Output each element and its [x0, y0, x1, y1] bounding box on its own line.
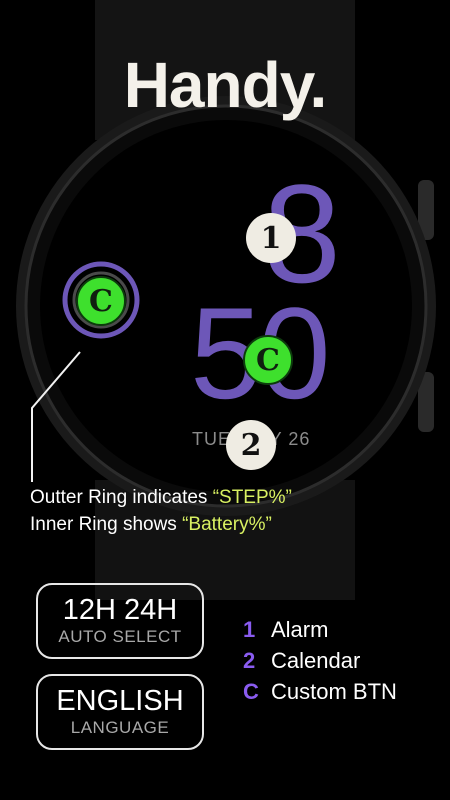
custom-button-center[interactable]: C: [243, 335, 293, 385]
watch-screen: [40, 120, 412, 492]
language-subtitle: LANGUAGE: [70, 717, 170, 737]
legend-label: Calendar: [271, 647, 361, 673]
inner-battery-ring: [72, 271, 130, 329]
caption-line-2-text: Inner Ring shows: [30, 514, 183, 535]
legend-key: 1: [243, 616, 256, 642]
legend-item-alarm: 1 Alarm: [243, 614, 397, 645]
time-format-subtitle: AUTO SELECT: [58, 626, 182, 646]
alarm-complication[interactable]: 1: [246, 213, 296, 263]
language-box: ENGLISH LANGUAGE: [36, 674, 204, 750]
ring-caption: Outter Ring indicates “STEP%” Inner Ring…: [30, 484, 292, 538]
legend-label: Alarm: [271, 616, 329, 642]
legend-item-custom: C Custom BTN: [243, 676, 397, 707]
time-format-box: 12H 24H AUTO SELECT: [36, 583, 204, 659]
caption-line-1: Outter Ring indicates “STEP%”: [30, 484, 292, 511]
app-title: Handy.: [123, 49, 328, 121]
time-format-title: 12H 24H: [62, 593, 178, 626]
legend-label: Custom BTN: [271, 678, 397, 704]
outer-step-ring: [62, 261, 140, 339]
watch-crown-top: [418, 180, 434, 240]
language-title: ENGLISH: [56, 684, 184, 717]
calendar-complication[interactable]: 2: [226, 420, 276, 470]
custom-button-left[interactable]: C: [76, 276, 126, 326]
legend-item-calendar: 2 Calendar: [243, 645, 397, 676]
watch-crown-bottom: [418, 372, 434, 432]
legend-key: 2: [243, 647, 256, 673]
legend-key: C: [243, 678, 259, 704]
step-highlight: “STEP%”: [212, 487, 292, 508]
caption-line-2: Inner Ring shows “Battery%”: [30, 511, 292, 538]
pointer-line: [31, 351, 81, 482]
battery-highlight: “Battery%”: [182, 514, 272, 535]
complication-legend: 1 Alarm 2 Calendar C Custom BTN: [243, 614, 397, 707]
caption-line-1-text: Outter Ring indicates: [30, 487, 213, 508]
